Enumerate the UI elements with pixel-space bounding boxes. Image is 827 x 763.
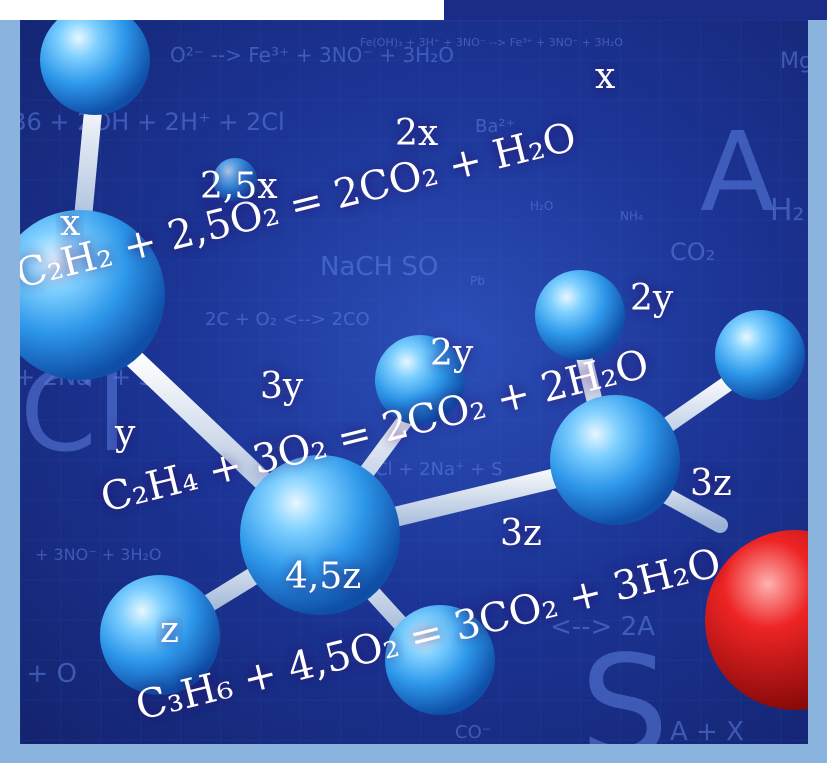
coefficient-reactant-shadow: x [60,203,80,244]
coefficient-h2o: 3z [690,463,732,504]
coefficient-oxygen: 3y [260,366,304,407]
background-formula: Fe(OH)₃ + 3H⁺ + 3NO⁻ --> Fe³⁺ + 3NO⁻ + 3… [360,36,623,49]
atom-small-upper [213,158,257,202]
background-formula: + 3NO⁻ + 3H₂O [35,545,161,564]
coefficient-h2o-shadow: 2y [630,278,674,319]
coefficient-co2-shadow: 2y [430,333,474,374]
atom-right [550,395,680,525]
background-formula: H₂ [770,193,805,228]
coefficient-co2-shadow: 2x [395,113,438,154]
coefficient-reactant: x [60,203,80,244]
background-formula: NaCH SO [320,252,438,282]
coefficient-oxygen: 2,5x [200,166,278,207]
top-strip-light [0,0,444,20]
background-formula: S [580,626,669,744]
atom-left [20,210,165,380]
coefficient-co2-shadow: 3z [500,513,542,554]
background-formula: C + O [20,659,77,689]
atom-oxygen-red [705,530,808,710]
molecule-atoms [20,20,808,715]
coefficient-reactant: y [114,413,136,454]
coefficient-h2o: 2y [630,278,674,319]
background-formula: CO₂ [670,238,715,266]
background-formula: Mg,Si [780,49,808,74]
atom-bottom-center [385,605,495,715]
coefficient-co2: 2x [395,113,438,154]
background-formula: A + X [670,717,744,744]
atom-right-top [535,270,625,360]
coefficient-h2o-shadow: 3z [690,463,732,504]
atom-far-right [715,310,805,400]
coefficient-co2: 2y [430,333,474,374]
top-strip-dark [444,0,827,20]
background-formula: NH₄ [620,209,643,223]
background-formula: B6 + 2OH + 2H⁺ + 2Cl [20,108,285,136]
coefficient-reactant: z [160,610,179,651]
coefficient-co2: 3z [500,513,542,554]
background-formula: O²⁻ --> Fe³⁺ + 3NO⁻ + 3H₂O [170,43,454,67]
atom-bottom-left [100,575,220,695]
background-formula: Cl + 2Na⁺ + S [375,459,503,480]
coefficient-oxygen-shadow: 3y [260,366,304,407]
background-formula: A [700,108,775,236]
coefficient-h2o: x [595,56,615,97]
background-formula: Pb [470,274,485,288]
coefficient-h2o-shadow: x [595,56,615,97]
coefficient-oxygen-shadow: 4,5z [285,556,361,597]
atom-top-left [40,20,150,115]
coefficient-reactant-shadow: z [160,610,179,651]
coefficient-reactant-shadow: y [114,413,136,454]
atom-center [240,455,400,615]
coefficient-oxygen: 4,5z [285,556,361,597]
background-formula: Ba²⁺ [475,116,515,137]
background-formula: H₂O [530,199,553,213]
atom-center-top [375,335,465,425]
background-formula: <--> 2A [550,612,655,642]
coefficient-oxygen-shadow: 2,5x [200,166,278,207]
background-formula: CO⁻ [455,722,491,743]
background-formula: 2C + O₂ <--> 2CO [205,309,370,330]
